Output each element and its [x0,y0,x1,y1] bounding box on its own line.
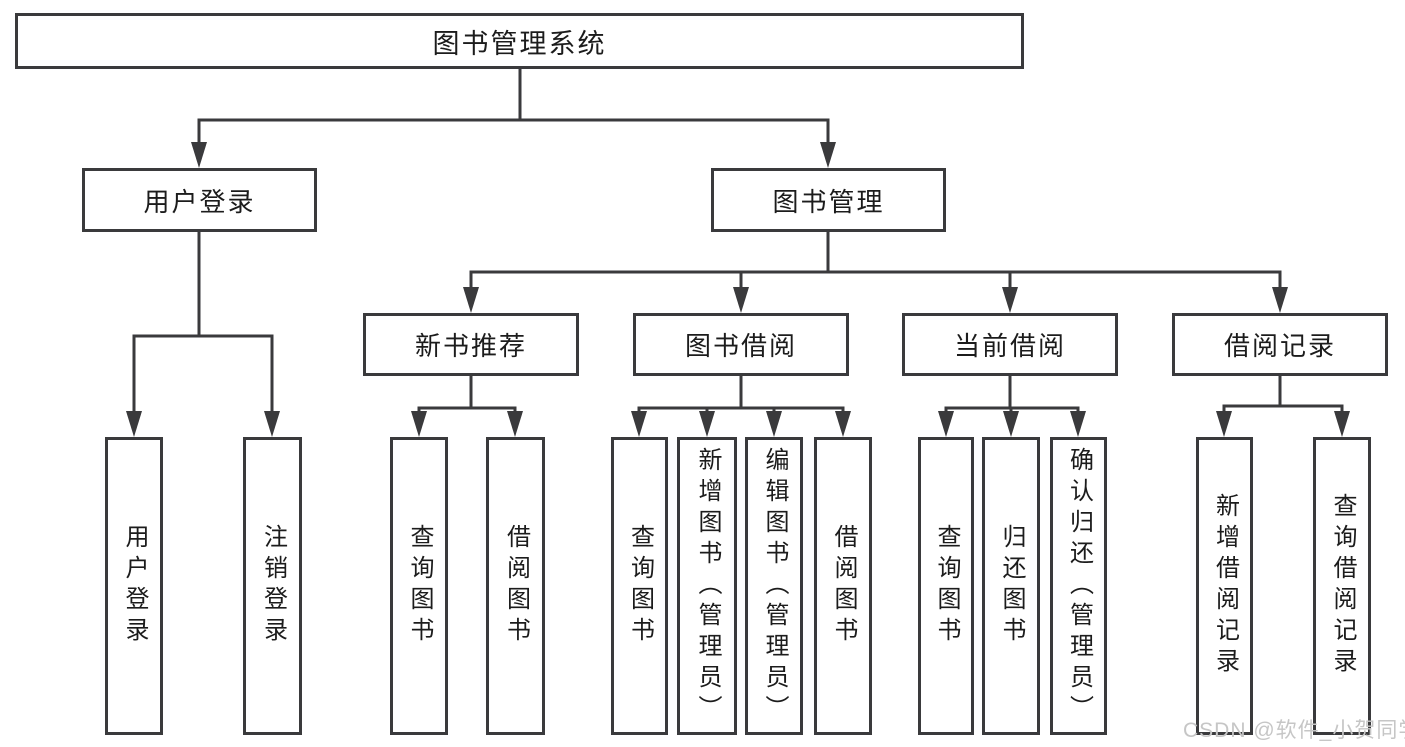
node-label: 确认归还（管理员） [1065,446,1093,726]
node-book-management: 图书管理 [711,168,946,232]
connector-book-borrow [637,376,845,415]
leaf-logout: 注销登录 [243,437,302,735]
node-label: 图书借阅 [684,331,797,361]
node-current-borrowing: 当前借阅 [902,313,1118,376]
node-library-system: 图书管理系统 [15,13,1024,69]
leaf-borrow-edit-admin: 编辑图书（管理员） [745,437,803,735]
node-label: 编辑图书（管理员） [761,446,788,726]
node-label: 归还图书 [998,524,1025,648]
node-new-book-recommend: 新书推荐 [363,313,579,376]
node-label: 注销登录 [259,524,287,648]
leaf-current-query: 查询图书 [918,437,974,735]
node-label: 借阅记录 [1223,331,1336,361]
connector-user-login [132,232,274,415]
leaf-confirm-return-admin: 确认归还（管理员） [1050,437,1107,735]
node-label: 用户登录 [121,524,148,648]
connector-new-book [417,376,517,415]
node-label: 查询借阅记录 [1329,493,1356,679]
node-label: 新书推荐 [414,331,527,361]
node-label: 借阅图书 [830,524,857,648]
node-label: 查询图书 [626,524,654,648]
connector-current-borrow [944,376,1080,415]
node-book-borrowing: 图书借阅 [633,313,849,376]
leaf-return-book: 归还图书 [982,437,1040,735]
csdn-watermark: CSDN @软件_小贺同学 [1183,719,1405,742]
connector-borrow-records [1222,376,1344,415]
leaf-borrow-book: 借阅图书 [814,437,872,735]
connector-book-mgmt [469,232,1282,291]
node-label: 新增图书（管理员） [694,446,721,726]
leaf-user-login: 用户登录 [105,437,163,735]
node-label: 借阅图书 [502,524,530,648]
leaf-borrow-query: 查询图书 [611,437,668,735]
node-user-login: 用户登录 [82,168,317,232]
node-label: 查询图书 [933,524,960,648]
connector-root [197,69,830,146]
node-label: 新增借阅记录 [1211,493,1239,679]
node-label: 当前借阅 [953,331,1066,361]
node-label: 图书管理 [772,186,885,217]
leaf-newbook-borrow: 借阅图书 [486,437,545,735]
node-label: 查询图书 [406,524,433,648]
node-label: 图书管理系统 [432,28,607,59]
leaf-borrow-add-admin: 新增图书（管理员） [677,437,737,735]
leaf-record-add: 新增借阅记录 [1196,437,1253,735]
leaf-newbook-query: 查询图书 [390,437,448,735]
arrowheads [126,142,1350,437]
node-label: 用户登录 [143,186,256,217]
leaf-record-query: 查询借阅记录 [1313,437,1371,735]
node-borrowing-records: 借阅记录 [1172,313,1388,376]
